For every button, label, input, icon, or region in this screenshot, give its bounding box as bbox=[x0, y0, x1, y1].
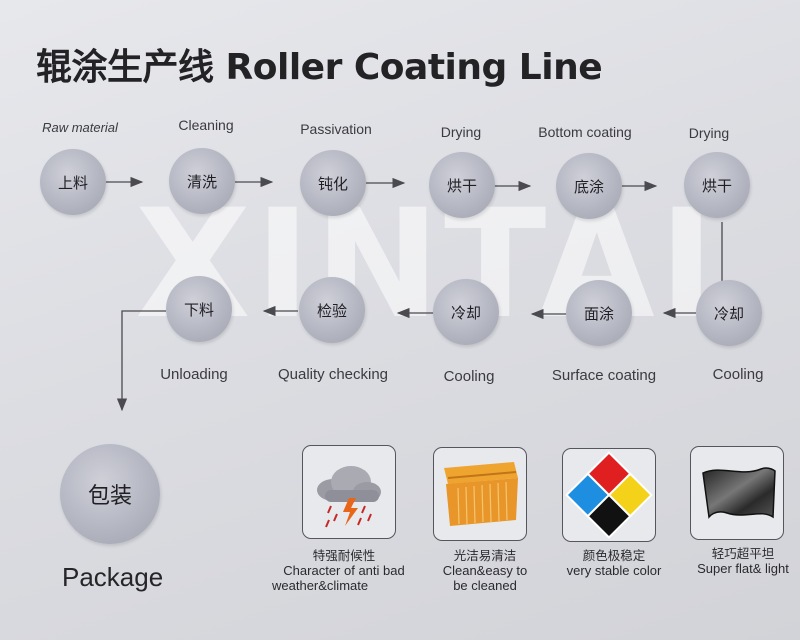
label-surface-coating: Surface coating bbox=[551, 367, 657, 384]
step-raw-material: 上料 bbox=[40, 149, 106, 215]
step-unloading: 下料 bbox=[166, 276, 232, 342]
label-cooling-1: Cooling bbox=[443, 368, 495, 385]
feature-weather-cn: 特强耐候性 bbox=[312, 548, 376, 563]
feature-weather-box bbox=[302, 445, 396, 539]
label-package: Package bbox=[62, 562, 164, 592]
feature-clean-box bbox=[433, 447, 527, 541]
label-raw-material: Raw material bbox=[42, 120, 118, 135]
storm-cloud-icon bbox=[317, 466, 381, 528]
label-cooling-2: Cooling bbox=[712, 366, 764, 383]
step-bottom-coating: 底涂 bbox=[556, 153, 622, 219]
arrow-to-package bbox=[116, 310, 166, 412]
label-cleaning: Cleaning bbox=[178, 117, 234, 133]
feature-weather-text: 特强耐候性 Character of anti bad weather&clim… bbox=[272, 548, 416, 593]
feature-weather-en1: Character of anti bad bbox=[283, 563, 405, 578]
feature-flat-text: 轻巧超平坦 Super flat& light bbox=[688, 546, 798, 576]
label-drying-1: Drying bbox=[440, 124, 482, 140]
label-unloading: Unloading bbox=[160, 366, 228, 383]
step-quality-checking: 检验 bbox=[299, 277, 365, 343]
step-package: 包装 bbox=[60, 444, 160, 544]
feature-color-text: 颜色极稳定 very stable color bbox=[552, 548, 676, 578]
feature-color-en1: very stable color bbox=[566, 563, 662, 578]
label-drying-2: Drying bbox=[688, 125, 730, 141]
feature-clean-en2: be cleaned bbox=[453, 578, 517, 593]
flat-sheet-icon bbox=[702, 467, 776, 519]
scraper-icon bbox=[444, 462, 518, 526]
feature-color-cn: 颜色极稳定 bbox=[582, 548, 646, 563]
label-bottom-coating: Bottom coating bbox=[538, 124, 632, 140]
step-cooling-2: 冷却 bbox=[696, 280, 762, 346]
step-drying-2: 烘干 bbox=[684, 152, 750, 218]
step-cleaning: 清洗 bbox=[169, 148, 235, 214]
feature-clean-cn: 光洁易清洁 bbox=[453, 548, 517, 563]
feature-flat-box bbox=[690, 446, 784, 540]
label-quality-checking: Quality checking bbox=[277, 366, 389, 383]
feature-weather-en2: weather&climate bbox=[272, 578, 369, 593]
page-title: 辊涂生产线 Roller Coating Line bbox=[36, 47, 603, 88]
step-drying-1: 烘干 bbox=[429, 152, 495, 218]
feature-color-box bbox=[562, 448, 656, 542]
label-passivation: Passivation bbox=[300, 121, 372, 137]
step-surface-coating: 面涂 bbox=[566, 280, 632, 346]
step-cooling-1: 冷却 bbox=[433, 279, 499, 345]
color-diamond-icon bbox=[565, 451, 653, 539]
feature-flat-cn: 轻巧超平坦 bbox=[711, 546, 775, 561]
feature-flat-en1: Super flat& light bbox=[697, 561, 789, 576]
feature-clean-text: 光洁易清洁 Clean&easy to be cleaned bbox=[430, 548, 540, 593]
step-passivation: 钝化 bbox=[300, 150, 366, 216]
feature-clean-en1: Clean&easy to bbox=[442, 563, 528, 578]
